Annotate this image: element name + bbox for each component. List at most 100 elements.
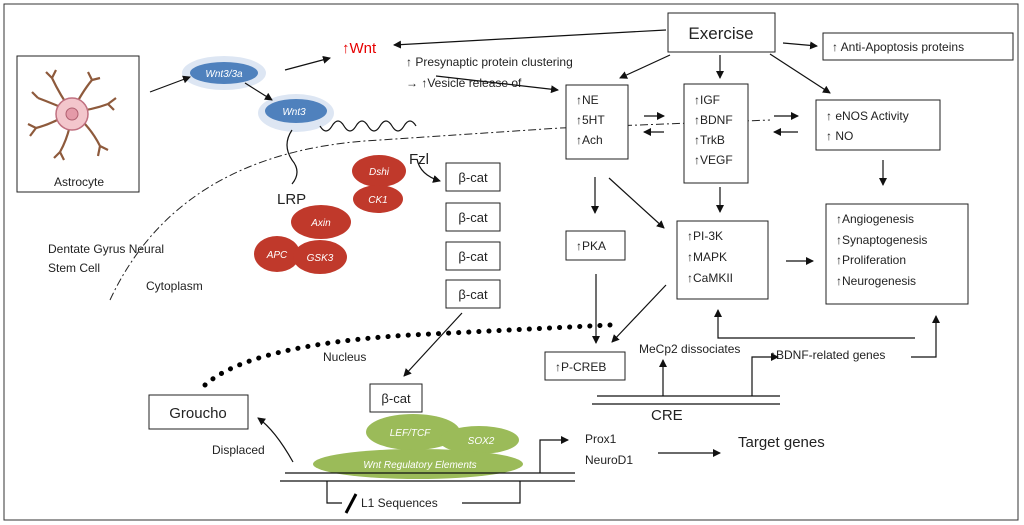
astrocyte-cell-icon: [27, 69, 117, 161]
astrocyte-label: Astrocyte: [54, 175, 104, 189]
groucho-box: [148, 394, 249, 430]
enos-label: ↑ eNOS Activity: [826, 109, 909, 123]
ach-label: ↑Ach: [576, 133, 603, 147]
outcomes-box: [825, 203, 969, 305]
wnt3-3a-label: Wnt3/3a: [205, 69, 243, 80]
lrp-receptor: [286, 129, 298, 185]
anti-apoptosis-label: ↑ Anti-Apoptosis proteins: [832, 40, 964, 54]
ne-label: ↑NE: [576, 93, 599, 107]
apc-label: APC: [266, 250, 288, 261]
dshi-label: Dshi: [369, 167, 390, 178]
mecp2-label: MeCp2 dissociates: [639, 342, 740, 356]
target-genes-label: Target genes: [738, 434, 825, 451]
axin-oval: [291, 205, 351, 239]
arrow-promoter-to-prox1: [539, 436, 569, 473]
arrow-cre-to-bdnf-genes: [751, 353, 779, 396]
beta-cat-label-nucleus: β-cat: [381, 391, 411, 406]
exercise-label: Exercise: [688, 24, 753, 43]
vesicle-label: → ↑Vesicle release of: [406, 76, 522, 90]
arrow-beta-cat-to-nucleus: [403, 312, 463, 377]
arrow-fzl-to-beta-cat: [416, 158, 441, 183]
bdnf-label: ↑BDNF: [694, 113, 733, 127]
wnt-regulatory-elements-label: Wnt Regulatory Elements: [363, 460, 476, 471]
arrow-kinases-to-pcreb: [611, 284, 667, 343]
arrow-exercise-to-enos: [769, 53, 831, 94]
beta-cat-label-4: β-cat: [458, 287, 488, 302]
fzl-label: Fzl: [409, 151, 429, 168]
stem-cell-label-line1: Dentate Gyrus Neural: [48, 242, 164, 256]
beta-cat-box-nucleus: [369, 383, 423, 413]
angiogenesis-label: ↑Angiogenesis: [836, 212, 914, 226]
nucleus-label: Nucleus: [323, 350, 366, 364]
l1-bracket-left: [326, 481, 342, 504]
trkb-label: ↑TrkB: [694, 133, 725, 147]
wnt3-oval: [265, 99, 327, 123]
astrocyte-nucleus: [65, 107, 79, 121]
up-wnt-label: ↑Wnt: [342, 40, 377, 57]
beta-cat-box-3: [445, 241, 501, 271]
arrow-exercise-to-ne: [619, 54, 671, 79]
bdnf-genes-label: ↑BDNF-related genes: [770, 348, 885, 362]
arrow-exercise-to-wnt: [393, 29, 667, 49]
gsk3-oval: [293, 240, 347, 274]
beta-cat-box-1: [445, 162, 501, 192]
wnt-regulatory-elements-oval: [313, 449, 523, 479]
l1-label: L1 Sequences: [361, 496, 438, 510]
arrow-bdnf-genes-to-outcomes: [911, 315, 940, 358]
no-label: ↑ NO: [826, 129, 853, 143]
arrow-vesicle-to-ne: [435, 75, 559, 94]
anti-apoptosis-box: [822, 32, 1014, 61]
cre-label: CRE: [651, 407, 683, 424]
fzl-receptor: [319, 120, 417, 132]
neurod1-label: NeuroD1: [585, 453, 633, 467]
ck1-oval: [353, 185, 403, 213]
wnt3-3a-oval: [190, 62, 258, 84]
lef-tcf-label: LEF/TCF: [390, 428, 431, 439]
arrow-wnt3a-to-wnt3: [244, 82, 273, 101]
mapk-label: ↑MAPK: [687, 250, 727, 264]
synaptogenesis-label: ↑Synaptogenesis: [836, 233, 927, 247]
beta-cat-box-4: [445, 279, 501, 309]
5ht-label: ↑5HT: [576, 113, 605, 127]
beta-cat-label-2: β-cat: [458, 210, 488, 225]
arrow-exercise-to-anti-apoptosis: [782, 41, 818, 50]
arrow-astrocyte-to-wnt3a: [149, 75, 191, 93]
pcreb-label: ↑P-CREB: [555, 360, 606, 374]
axin-label: Axin: [310, 218, 331, 229]
proliferation-label: ↑Proliferation: [836, 253, 906, 267]
neurogenesis-label: ↑Neurogenesis: [836, 274, 916, 288]
groucho-label: Groucho: [169, 405, 227, 422]
igf-label: ↑IGF: [694, 93, 720, 107]
presynaptic-label: ↑ Presynaptic protein clustering: [406, 55, 573, 69]
wnt3-label: Wnt3: [282, 107, 306, 118]
pka-box: [565, 230, 626, 261]
stem-cell-label-line2: Stem Cell: [48, 261, 100, 275]
pcreb-box: [544, 351, 626, 381]
camkii-label: ↑CaMKII: [687, 271, 733, 285]
beta-cat-label-1: β-cat: [458, 170, 488, 185]
arrow-bdnf-genes-to-kinases: [714, 309, 915, 339]
beta-cat-box-2: [445, 202, 501, 232]
enos-box: [815, 99, 941, 151]
pi3k-label: ↑PI-3K: [687, 229, 723, 243]
dshi-oval: [352, 155, 406, 187]
kinase-box: [676, 220, 769, 300]
l1-block-mark: [344, 493, 358, 514]
lef-tcf-oval: [366, 414, 460, 450]
vegf-label: ↑VEGF: [694, 153, 733, 167]
neurotransmitter-box: [565, 84, 629, 160]
arrows-group: [149, 29, 940, 473]
arrow-wnt3a-to-wnt: [284, 55, 331, 71]
apc-oval: [254, 236, 300, 272]
arrow-ne-to-kinases: [608, 177, 665, 229]
sox2-label: SOX2: [468, 436, 495, 447]
sox2-oval: [439, 426, 519, 454]
prox1-label: Prox1: [585, 432, 617, 446]
exercise-box: [667, 12, 776, 53]
l1-bracket-right: [462, 481, 521, 504]
lrp-label: LRP: [277, 191, 306, 208]
pka-label: ↑PKA: [576, 239, 606, 253]
arrow-displaced-groucho: [257, 417, 294, 463]
gsk3-label: GSK3: [307, 253, 334, 264]
